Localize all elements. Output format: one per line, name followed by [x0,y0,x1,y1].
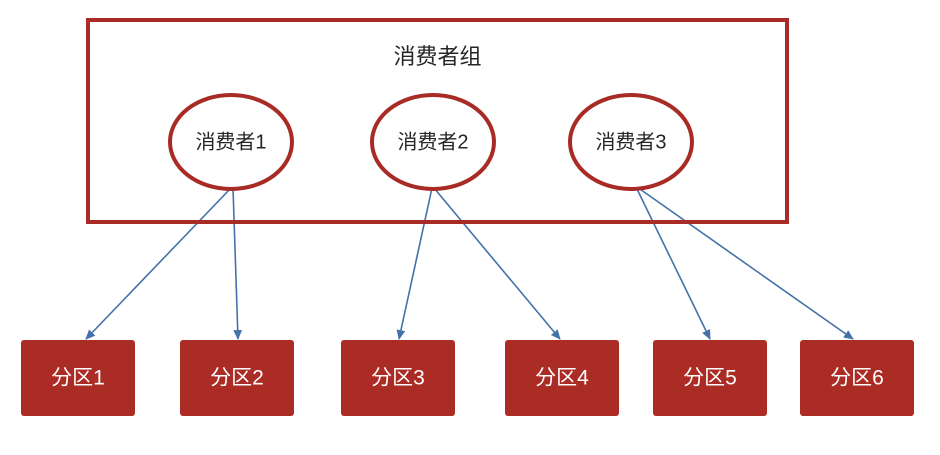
partition-box [800,340,914,416]
partition-box [653,340,767,416]
consumers-layer: 消费者1 消费者2 消费者3 [168,93,694,191]
partition-label: 分区1 [51,367,105,390]
partition-label: 分区3 [371,367,425,390]
partition-box [21,340,135,416]
partitions-layer: 分区1 分区2 分区3 分区4 分区5 分区6 [21,340,914,416]
partition-node-2[interactable]: 分区2 [180,340,294,416]
partition-box [505,340,619,416]
consumer-node-1[interactable]: 消费者1 [168,93,294,191]
partition-node-5[interactable]: 分区5 [653,340,767,416]
partition-node-3[interactable]: 分区3 [341,340,455,416]
connection-arrow [232,187,243,340]
connection-arrow [433,187,561,340]
partition-label: 分区2 [210,367,264,390]
consumer-node-2[interactable]: 消费者2 [370,93,496,191]
consumer-ellipse [370,93,496,191]
consumer-ellipse [568,93,694,191]
partition-node-4[interactable]: 分区4 [505,340,619,416]
partition-node-6[interactable]: 分区6 [800,340,914,416]
partition-node-1[interactable]: 分区1 [21,340,135,416]
connection-arrow [396,187,433,340]
connection-arrow [636,186,854,340]
consumer-ellipse [168,93,294,191]
partition-box [180,340,294,416]
consumer-label: 消费者1 [195,130,266,153]
connection-arrow [85,187,232,340]
partition-label: 分区6 [830,367,884,390]
consumer-label: 消费者3 [595,130,666,153]
partition-box [341,340,455,416]
consumer-group-title: 消费者组 [393,44,481,69]
partition-label: 分区4 [535,367,589,390]
consumer-group-frame [86,18,789,224]
connections-layer [85,186,854,340]
consumer-node-3[interactable]: 消费者3 [568,93,694,191]
consumer-label: 消费者2 [397,130,468,153]
connection-arrow [635,186,711,340]
partition-label: 分区5 [683,367,737,390]
